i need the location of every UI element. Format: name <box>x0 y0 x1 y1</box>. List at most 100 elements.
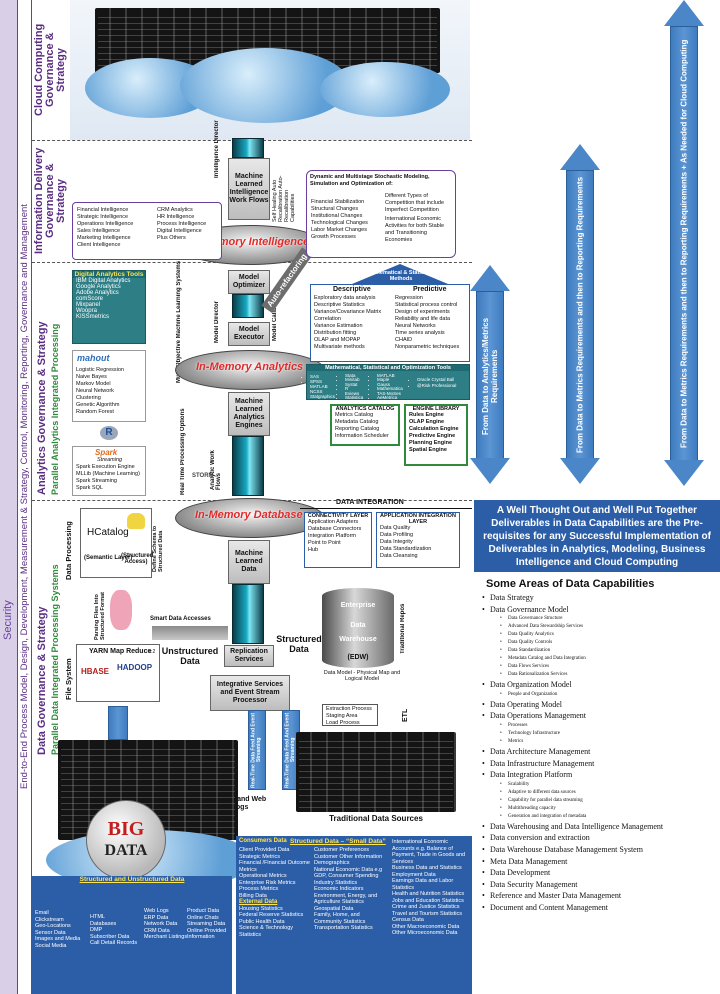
list-item: Subscriber Data <box>90 933 130 940</box>
hcatalog-box: HCatalog (Semantic Layer) (Structured Ac… <box>80 508 153 578</box>
band-title-analytics: Analytics Governance & Strategy <box>36 321 48 495</box>
list-item: Google Analytics <box>76 284 145 290</box>
security-label: Security <box>2 600 14 640</box>
list-item: International Economic Activities for bo… <box>385 216 445 243</box>
mahout-logo: mahout <box>77 353 110 363</box>
list-item: Data Operations Management <box>480 710 718 722</box>
list-item: Data Organization Model <box>480 679 718 691</box>
list-item: Federal Reserve Statistics <box>239 912 304 918</box>
traditional-sources-label: Traditional Data Sources <box>329 814 423 823</box>
list-item: Technological Changes <box>311 220 368 226</box>
list-item: Labor Market Changes <box>311 227 367 233</box>
arrow-1: From Data to Metrics Requirements and th… <box>670 26 698 462</box>
list-item: Random Forest <box>76 409 114 415</box>
math-tools-title: Mathematical, Statistical and Optimizati… <box>307 365 469 371</box>
band-title-cloud: Cloud Computing Governance & Strategy <box>33 23 67 117</box>
mahout-box: mahout Logistic Regression Naive Bayes M… <box>72 350 146 422</box>
list-item: Data Integrity <box>380 539 413 545</box>
file-system-label: File System <box>64 658 73 700</box>
list-item: Multithreading capacity <box>480 805 718 813</box>
intelligence-director: Intelligence Director <box>214 120 220 178</box>
realtime-options-label: Real Time Processing Options <box>180 408 186 495</box>
list-item: Census Data <box>392 917 424 923</box>
list-item: Family, Home, and Community Statistics <box>314 912 366 925</box>
list-item: Correlation <box>314 316 341 322</box>
digital-tools-title: Digital Analytics Tools <box>73 271 145 278</box>
list-item: Rules Engine <box>409 412 444 418</box>
list-item: Load Process <box>326 720 360 726</box>
list-item: Naive Bayes <box>76 374 107 380</box>
list-item: Online Chats <box>187 914 219 921</box>
app-integration-layer: APPLICATION INTEGRATION LAYER Data Quali… <box>376 512 460 568</box>
list-item: Exploratory data analysis <box>314 295 376 301</box>
list-item: Transportation Statistics <box>314 925 373 931</box>
elephant-icon <box>127 513 145 529</box>
data-label: DATA <box>104 842 148 859</box>
list-item: Woopra <box>76 308 145 314</box>
list-item: HR Intelligence <box>157 214 195 220</box>
yarn-title: YARN Map Reduce <box>89 648 152 655</box>
list-item: Regression <box>395 295 423 301</box>
list-item: Clustering <box>76 395 101 401</box>
model-optimizer: Model Optimizer <box>228 270 270 294</box>
arrow-3-head-bottom <box>470 458 510 484</box>
list-item: Adaptive to different data sources <box>480 789 718 797</box>
list-item: Images and Media <box>35 936 81 942</box>
big-data-sphere <box>86 800 166 880</box>
list-item: Distribution fitting <box>314 330 357 336</box>
list-item: Staging Area <box>326 713 358 719</box>
model-executor: Model Executor <box>228 322 270 346</box>
list-item: Reliability and life data <box>395 316 451 322</box>
math-methods-title: Mathematical & Statistical Methods <box>367 270 435 282</box>
big-data-up-arrow <box>108 706 128 740</box>
deliverables-panel: A Well Thought Out and Well Put Together… <box>474 500 720 572</box>
list-item: @Risk Professional <box>417 383 456 389</box>
list-item: Web Logs <box>144 908 169 914</box>
list-item: Streaming Data <box>187 921 226 927</box>
edw-data: Data <box>350 622 366 629</box>
in-memory-analytics: In-Memory Analytics <box>196 361 304 373</box>
list-item: Oracle Crystal Ball <box>417 377 456 383</box>
list-item: Data Governance Model <box>480 604 718 616</box>
list-item: Planning Engine <box>409 440 453 446</box>
smart-data-arrow <box>152 626 228 640</box>
list-item: Technology Infrastructure <box>480 730 718 738</box>
list-item: CHAID <box>395 337 413 343</box>
data-integration-title: DATA INTEGRATION <box>336 499 404 506</box>
list-item: NCSS <box>310 389 335 394</box>
model-director: Model Director <box>214 300 220 343</box>
list-item: Metadata Catalog <box>335 419 379 425</box>
hadoop-logo: HADOOP <box>117 663 153 672</box>
traditional-servers <box>296 732 456 812</box>
tower-base <box>232 584 264 644</box>
engine-library-title: ENGINE LIBRARY <box>412 406 460 412</box>
list-item: Markov Model <box>76 381 111 387</box>
list-item: Data Infrastructure Management <box>480 758 718 770</box>
list-item: People and Organization <box>480 691 718 699</box>
ring-database <box>175 498 325 538</box>
capabilities-list: Data Strategy Data Governance Model Data… <box>480 592 718 914</box>
list-item: Meta Data Management <box>480 856 718 868</box>
list-item: Metadata Catalog and Data Integration <box>480 655 718 663</box>
edw-abbr: (EDW) <box>347 654 369 661</box>
list-item: Maple <box>377 377 403 382</box>
list-item: Network Data <box>144 921 178 927</box>
list-item: Processes <box>480 722 718 730</box>
predictive-title: Predictive <box>413 286 447 293</box>
smart-data-label: Smart Data Accesses <box>150 616 211 622</box>
arrow-3: From Data to Analytics/Metrics Requireme… <box>476 291 504 461</box>
list-item: Growth Processes <box>311 234 356 240</box>
small-data-title: Structured Data – “Small Data” <box>290 838 386 845</box>
list-item: Metrics <box>480 738 718 746</box>
define-schema-label: Define Schema to Structured Data <box>152 525 164 572</box>
list-item: Logistic Regression <box>76 367 124 373</box>
list-item: Advanced Data Stewardship Services <box>480 623 718 631</box>
list-item: Billing Data <box>239 892 267 899</box>
band-title-analytics-sub: Parallel Analytics Integrated Processing <box>50 323 60 495</box>
list-item: Data Operating Model <box>480 699 718 711</box>
band-title-data-sub: Parallel Data Integrated Processing Syst… <box>50 564 60 755</box>
list-item: AeMetrica <box>377 395 403 400</box>
hcatalog-semantic: (Semantic Layer) <box>84 555 133 561</box>
descriptive-title: Descriptive <box>333 286 371 293</box>
list-item: Multivariate methods <box>314 344 365 350</box>
